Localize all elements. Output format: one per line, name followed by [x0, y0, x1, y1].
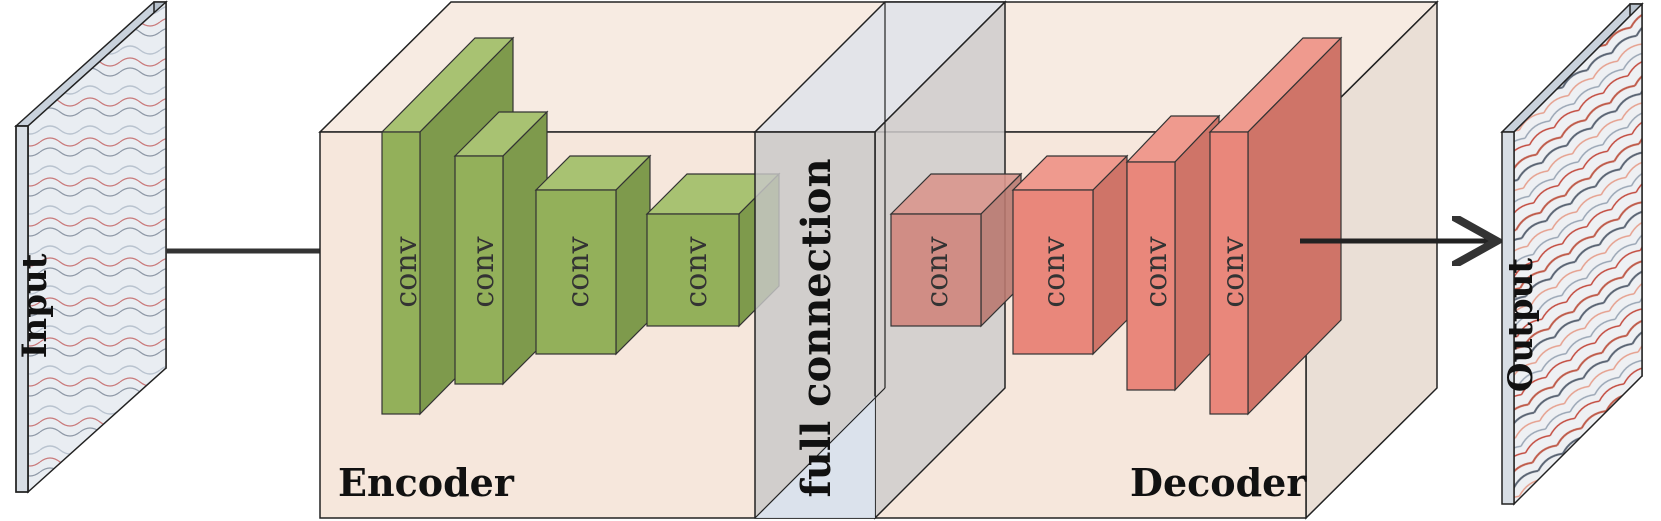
conv-label: conv [561, 236, 596, 307]
full-connection-slab [753, 0, 1007, 520]
decoder-conv-block-1: conv [889, 172, 1023, 328]
input-label: Input [15, 253, 55, 358]
input-panel [14, 0, 168, 494]
conv-label: conv [389, 236, 424, 307]
output-panel [1500, 2, 1644, 506]
decoder-label: Decoder [1130, 460, 1307, 505]
decoder-conv-block-4: conv [1208, 36, 1343, 416]
conv-label: conv [1216, 236, 1251, 307]
encoder-conv-block-3: conv [534, 154, 652, 356]
conv-label: conv [1139, 236, 1174, 307]
conv-label: conv [1037, 236, 1072, 307]
decoder-conv-block-3: conv [1125, 114, 1221, 392]
decoder-conv-block-2: conv [1011, 154, 1129, 356]
encoder-label: Encoder [338, 460, 515, 505]
conv-label: conv [466, 236, 501, 307]
output-label: Output [1501, 258, 1541, 393]
conv-label: conv [679, 236, 714, 307]
decoder-conv-blocks: conv conv conv conv [889, 36, 1343, 416]
conv-label: conv [920, 236, 955, 307]
encoder-conv-blocks: conv conv conv conv [380, 36, 781, 416]
encoder-conv-block-2: conv [453, 110, 549, 386]
full-connection-label: full connection [793, 158, 840, 497]
